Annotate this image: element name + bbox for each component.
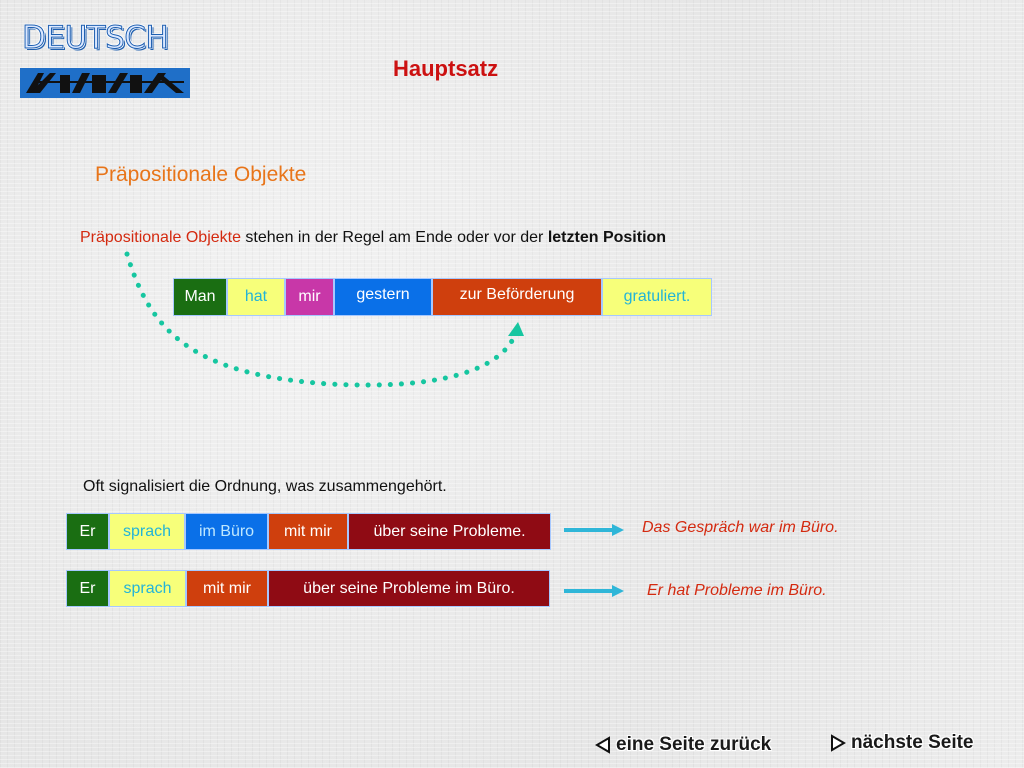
word-cell: mit mir xyxy=(268,513,348,550)
next-page-button[interactable]: nächste Seite xyxy=(829,732,974,754)
sentence-example-2: Er sprach im Büro mit mir über seine Pro… xyxy=(66,513,551,550)
rule-statement: Präpositionale Objekte stehen in der Reg… xyxy=(80,229,666,247)
arc-arrowhead-icon xyxy=(508,322,524,336)
prev-page-label: eine Seite zurück xyxy=(616,734,772,755)
sentence-example-1: Man hat mir gestern zur Beförderung grat… xyxy=(173,278,712,316)
word-cell-prepositional-object: zur Beförderung xyxy=(432,278,602,316)
rule-middle: stehen in der Regel am Ende oder vor der xyxy=(240,229,548,246)
right-arrow-icon xyxy=(564,524,624,597)
triangle-right-icon xyxy=(831,734,846,752)
triangle-left-icon xyxy=(595,736,610,754)
word-cell: sprach xyxy=(109,513,185,550)
word-cell: mir xyxy=(285,278,334,316)
word-cell: sprach xyxy=(109,570,186,607)
word-cell: gratuliert. xyxy=(602,278,712,316)
rule-bold: letzten Position xyxy=(547,229,667,246)
rule-highlight: Präpositionale Objekte xyxy=(80,229,241,246)
word-cell: über seine Probleme im Büro. xyxy=(268,570,550,607)
word-cell: über seine Probleme. xyxy=(348,513,551,550)
page-title: Hauptsatz xyxy=(393,56,499,81)
word-cell: im Büro xyxy=(185,513,268,550)
order-note: Oft signalisiert die Ordnung, was zusamm… xyxy=(83,478,447,495)
meaning-2: Er hat Probleme im Büro. xyxy=(647,582,827,599)
logo-abstrakt-mark xyxy=(20,68,190,98)
section-title: Präpositionale Objekte xyxy=(95,163,307,186)
next-page-label: nächste Seite xyxy=(851,732,974,753)
prev-page-button[interactable]: eine Seite zurück xyxy=(594,734,771,756)
word-cell: Er xyxy=(66,513,109,550)
word-cell: hat xyxy=(227,278,285,316)
meaning-1: Das Gespräch war im Büro. xyxy=(642,519,839,536)
logo-deutsch: DEUTSCH xyxy=(21,20,169,57)
word-cell: Man xyxy=(173,278,227,316)
word-cell: gestern xyxy=(334,278,432,316)
logo-abstrakt xyxy=(20,68,190,98)
sentence-example-3: Er sprach mit mir über seine Probleme im… xyxy=(66,570,550,607)
word-cell: mit mir xyxy=(186,570,268,607)
word-cell: Er xyxy=(66,570,109,607)
